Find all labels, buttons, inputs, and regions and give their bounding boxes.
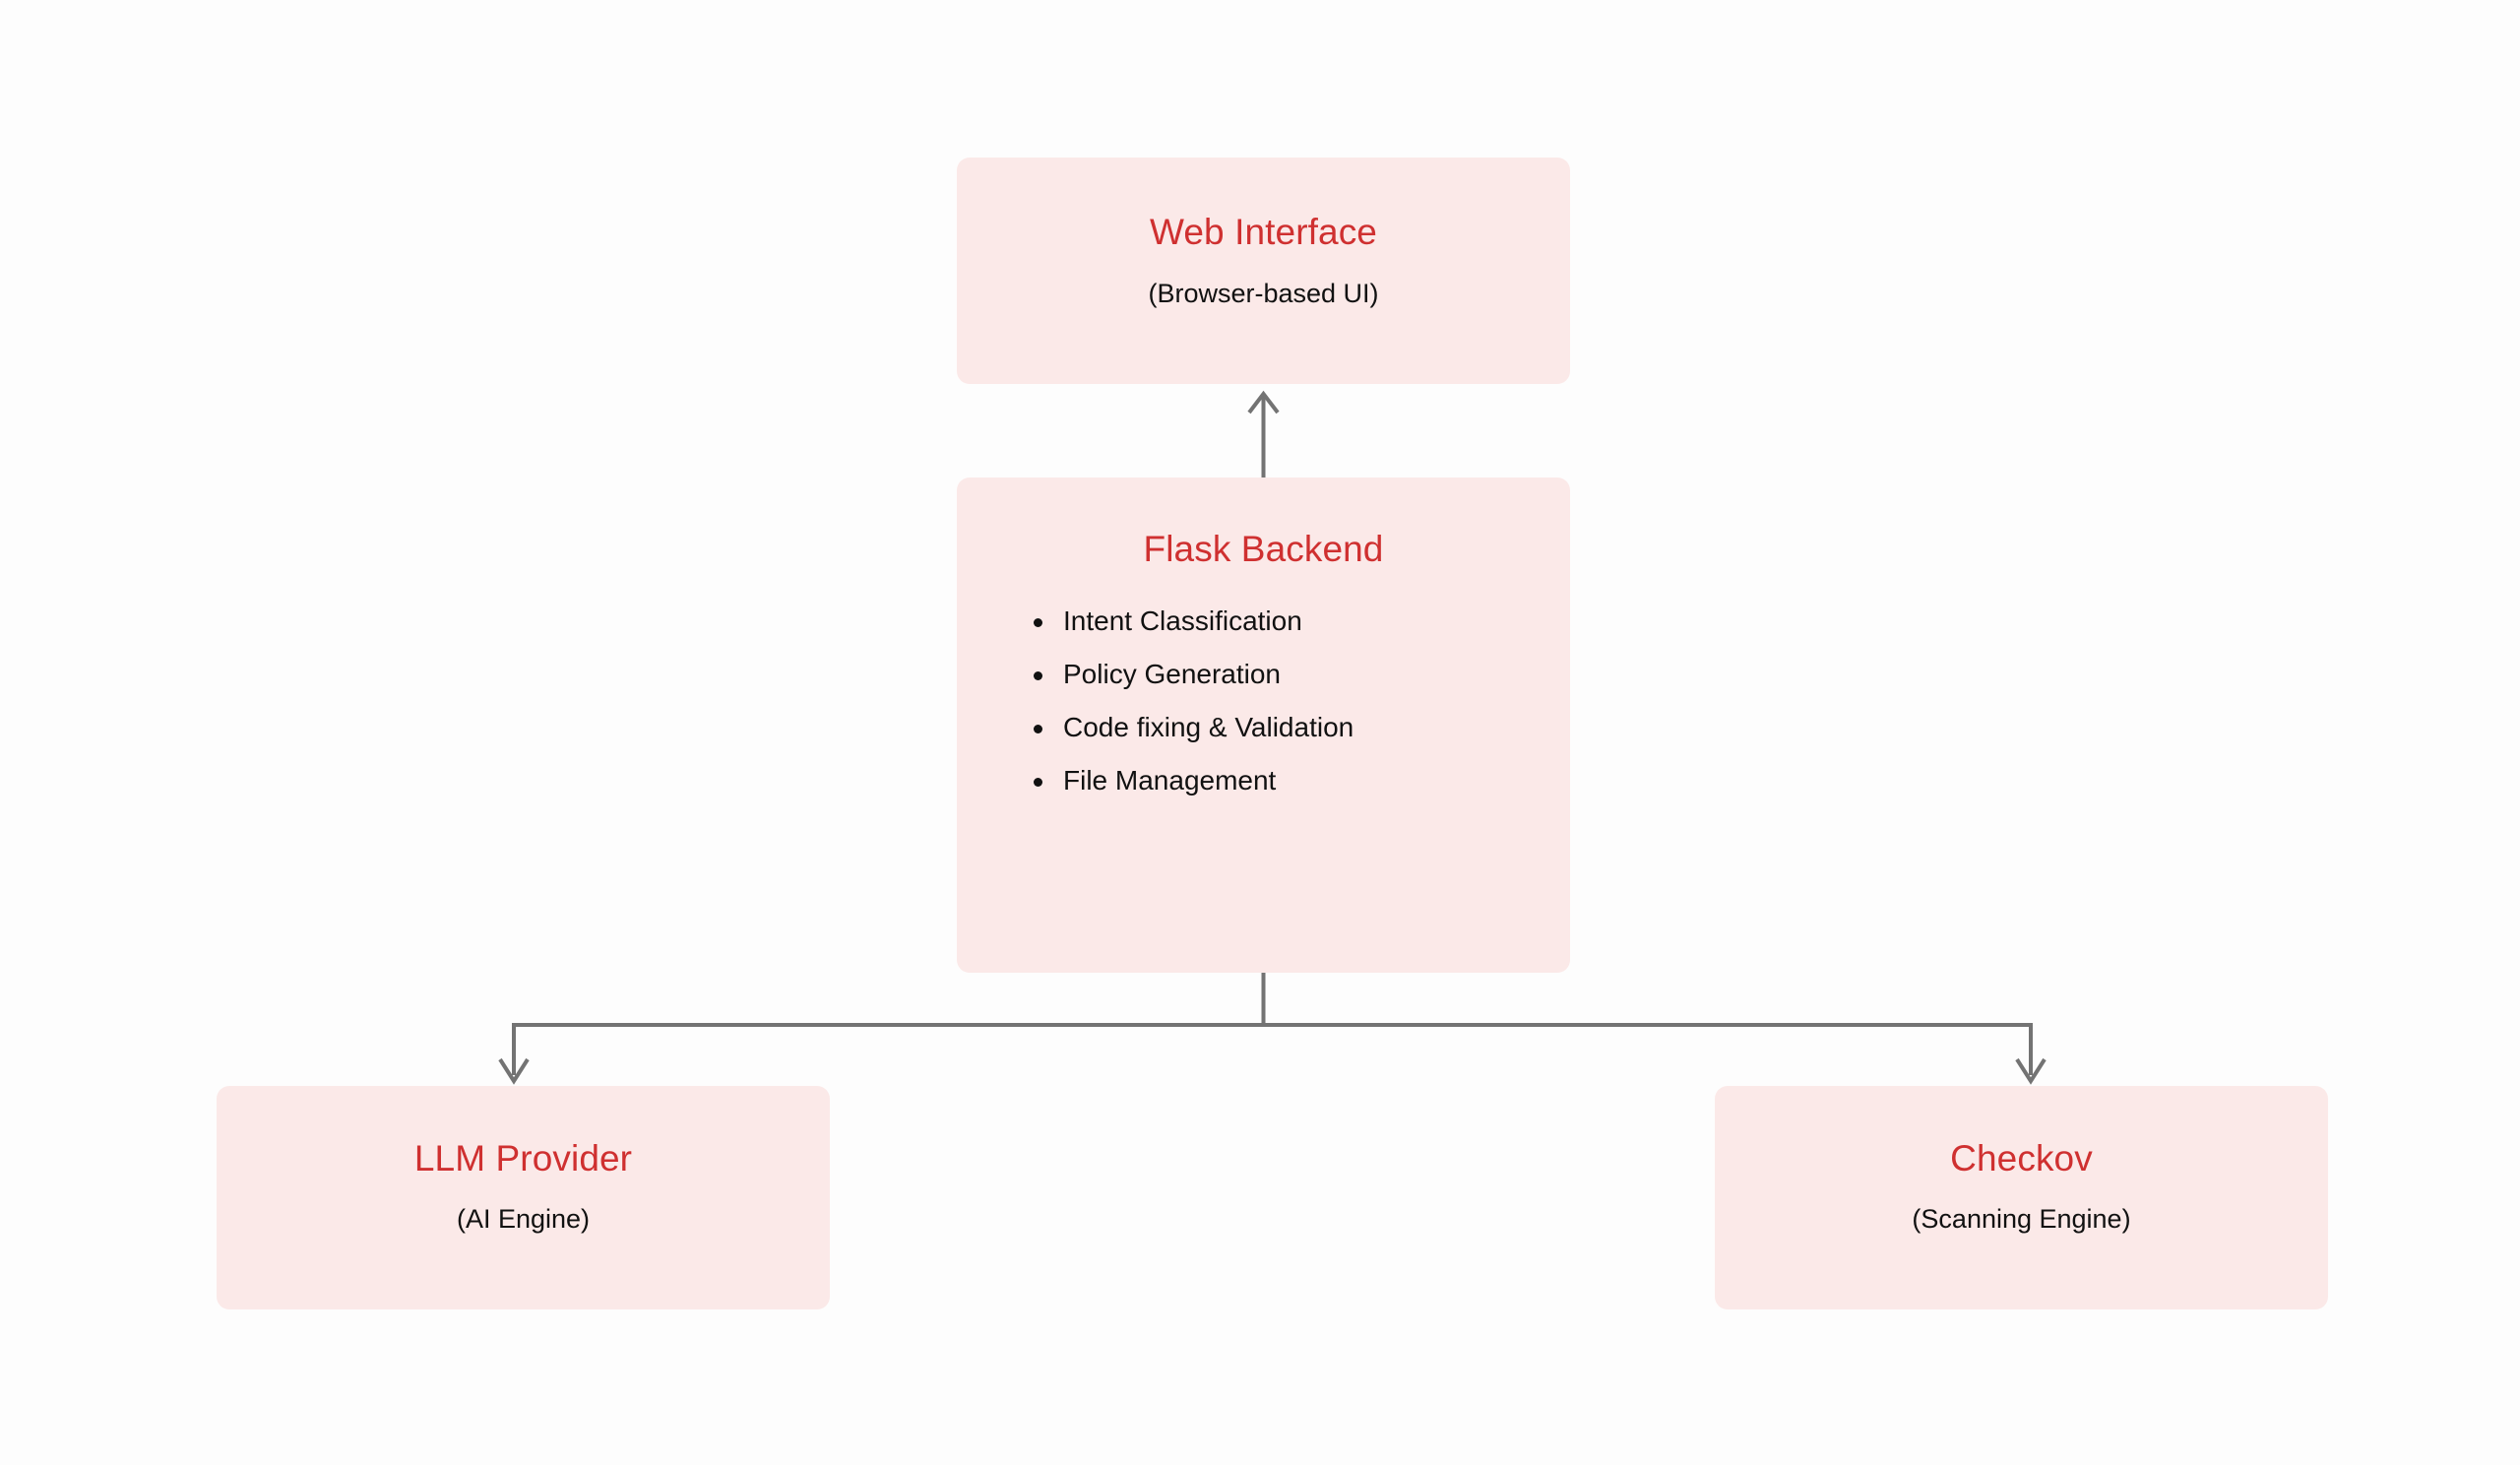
node-web-interface-title: Web Interface (1150, 212, 1377, 252)
connector-flask-branch (512, 973, 2033, 1027)
bullet-icon (1034, 671, 1042, 680)
list-item: Policy Generation (1034, 659, 1570, 689)
arrowhead-up-icon (1247, 390, 1280, 414)
list-item-label: File Management (1063, 765, 1277, 796)
list-item-label: Code fixing & Validation (1063, 712, 1354, 742)
node-llm-provider[interactable]: LLM Provider (AI Engine) (217, 1086, 830, 1309)
bullet-icon (1034, 778, 1042, 787)
node-llm-provider-subtitle: (AI Engine) (456, 1204, 591, 1234)
arrowhead-down-icon (2015, 1057, 2047, 1085)
flask-backend-feature-list: Intent Classification Policy Generation … (957, 607, 1570, 795)
list-item-label: Policy Generation (1063, 659, 1282, 689)
list-item: Code fixing & Validation (1034, 712, 1570, 742)
node-checkov-title: Checkov (1950, 1138, 2093, 1178)
bullet-icon (1034, 725, 1042, 733)
node-llm-provider-title: LLM Provider (413, 1138, 633, 1178)
list-item: File Management (1034, 765, 1570, 796)
node-web-interface[interactable]: Web Interface (Browser-based UI) (957, 158, 1570, 384)
node-checkov-subtitle: (Scanning Engine) (1912, 1204, 2131, 1234)
list-item-label: Intent Classification (1063, 605, 1302, 636)
arrowhead-down-icon (498, 1057, 530, 1085)
list-item: Intent Classification (1034, 605, 1570, 636)
node-web-interface-subtitle: (Browser-based UI) (1148, 279, 1379, 308)
connector-flask-to-web-interface (1247, 390, 1280, 478)
connector-flask-to-checkov (2015, 1025, 2047, 1085)
bullet-icon (1034, 618, 1042, 627)
connector-flask-to-llm-provider (498, 1025, 530, 1085)
node-flask-backend-title: Flask Backend (1143, 529, 1384, 569)
node-flask-backend[interactable]: Flask Backend Intent Classification Poli… (957, 478, 1570, 973)
node-checkov[interactable]: Checkov (Scanning Engine) (1715, 1086, 2328, 1309)
